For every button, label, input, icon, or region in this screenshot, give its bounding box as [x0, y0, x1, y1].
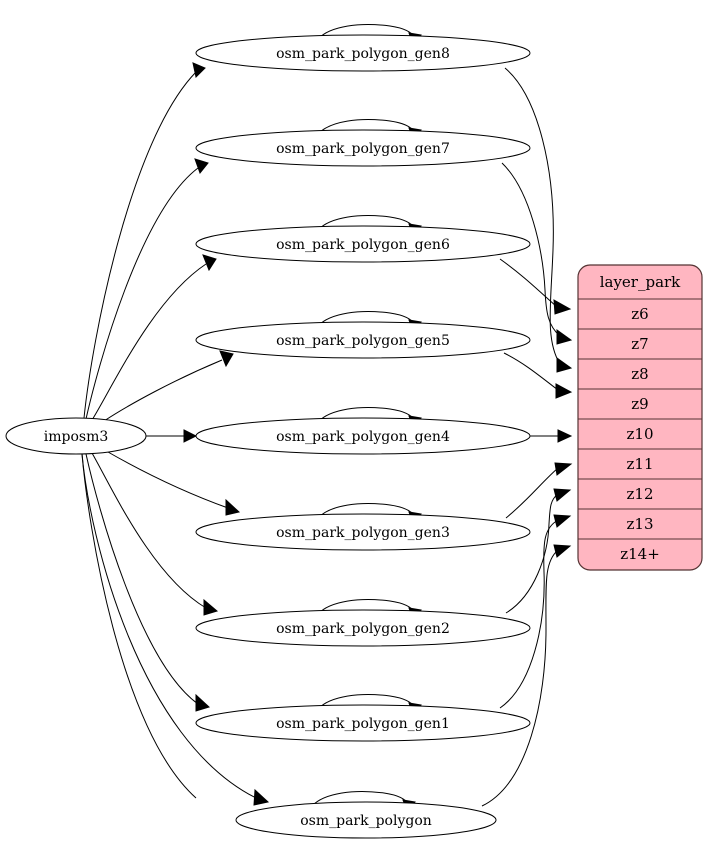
edge-gen6-to-z6	[499, 258, 557, 307]
arrowhead-gen2-z12	[553, 488, 572, 502]
table-row-z11-label: z11	[627, 455, 654, 473]
table-border	[577, 264, 703, 571]
table-row-z10-cell[interactable]	[578, 418, 702, 450]
table-row-z9-cell[interactable]	[578, 388, 702, 420]
node-gen1-label: osm_park_polygon_gen1	[276, 716, 450, 732]
node-gen8-label: osm_park_polygon_gen8	[276, 46, 450, 62]
arrowhead-imposm3-gen1	[195, 693, 210, 712]
arrowhead-imposm3-gen6	[202, 254, 217, 272]
edge-imposm3-to-gen1	[85, 453, 199, 705]
edge-imposm3-to-base-tail	[81, 453, 257, 799]
node-gen3-label: osm_park_polygon_gen3	[276, 525, 450, 541]
node-gen7[interactable]: osm_park_polygon_gen7	[195, 129, 531, 167]
node-gen3[interactable]: osm_park_polygon_gen3	[195, 513, 531, 551]
arrowhead-gen3-z11	[554, 462, 573, 476]
arrowhead-imposm3-gen7	[194, 158, 209, 175]
arrowhead-gen6-z6	[553, 299, 572, 315]
node-imposm3-label: imposm3	[44, 429, 109, 445]
node-gen7-label: osm_park_polygon_gen7	[276, 141, 450, 157]
edge-imposm3-to-gen8	[83, 71, 197, 419]
edge-imposm3-to-base	[81, 453, 197, 799]
node-gen8-shape[interactable]	[195, 34, 531, 72]
edge-imposm3-to-gen5	[103, 359, 223, 422]
node-gen1-shape[interactable]	[195, 704, 531, 742]
edge-base-to-z14	[481, 549, 559, 807]
node-gen2[interactable]: osm_park_polygon_gen2	[195, 609, 531, 647]
node-gen3-shape[interactable]	[195, 513, 531, 551]
arrowhead-gen7-z7	[556, 329, 573, 345]
node-base-shape[interactable]	[235, 801, 497, 839]
arrowhead-gen1-z13	[553, 514, 572, 528]
arrowhead-gen8-z8	[556, 357, 573, 373]
edge-gen1-to-z13	[499, 519, 559, 709]
node-gen4-label: osm_park_polygon_gen4	[276, 429, 450, 445]
node-gen7-shape[interactable]	[195, 129, 531, 167]
edge-gen5-to-z9	[503, 352, 559, 391]
node-gen6[interactable]: osm_park_polygon_gen6	[195, 225, 531, 263]
table-row-z7-cell[interactable]	[578, 328, 702, 360]
node-gen2-shape[interactable]	[195, 609, 531, 647]
arrowhead-gen5-z9	[555, 383, 573, 399]
node-gen5[interactable]: osm_park_polygon_gen5	[195, 321, 531, 359]
node-gen5-label: osm_park_polygon_gen5	[276, 333, 450, 349]
arrowhead-gen4-z10	[557, 429, 573, 443]
table-row-z14-label: z14+	[620, 545, 660, 563]
node-base[interactable]: osm_park_polygon	[235, 801, 497, 839]
node-gen1[interactable]: osm_park_polygon_gen1	[195, 704, 531, 742]
table-row-z14-cell[interactable]	[578, 538, 702, 570]
edge-gen3-to-z11	[505, 467, 559, 519]
table-row-z7-label: z7	[631, 335, 648, 353]
edge-imposm3-to-gen6	[91, 263, 207, 421]
node-gen6-label: osm_park_polygon_gen6	[276, 237, 450, 253]
node-gen6-shape[interactable]	[195, 225, 531, 263]
arrowhead-imposm3-gen8	[192, 62, 206, 79]
table-row-z9-label: z9	[631, 395, 648, 413]
edge-gen7-to-z7	[501, 162, 561, 337]
node-base-label: osm_park_polygon	[300, 813, 432, 829]
edge-imposm3-to-gen7	[85, 167, 199, 420]
edges-from-source	[81, 62, 270, 806]
node-imposm3-shape[interactable]	[5, 417, 147, 455]
arrowhead-base-z14	[553, 544, 572, 558]
table-row-z6-cell[interactable]	[578, 298, 702, 330]
edge-imposm3-to-gen2	[91, 452, 207, 609]
table-header-label: layer_park	[600, 273, 681, 291]
arrowhead-imposm3-gen3	[225, 498, 241, 516]
node-gen5-shape[interactable]	[195, 321, 531, 359]
table-row-z8-label: z8	[631, 365, 648, 383]
edge-imposm3-to-gen3	[107, 451, 229, 509]
table-row-z10-label: z10	[627, 425, 654, 443]
edge-gen8-to-z8	[504, 67, 561, 365]
edges-to-layer-table	[481, 67, 573, 807]
table-row-z12-label: z12	[627, 485, 654, 503]
node-imposm3[interactable]: imposm3	[5, 417, 147, 455]
table-row-z6-label: z6	[631, 305, 648, 323]
node-gen4[interactable]: osm_park_polygon_gen4	[195, 417, 531, 455]
node-gen4-shape[interactable]	[195, 417, 531, 455]
table-row-z12-cell[interactable]	[578, 478, 702, 510]
table-row-z13-label: z13	[627, 515, 654, 533]
arrowhead-imposm3-gen5	[219, 350, 234, 368]
ellipse-nodes: osm_park_polygon_gen8 osm_park_polygon_g…	[5, 34, 531, 839]
node-gen8[interactable]: osm_park_polygon_gen8	[195, 34, 531, 72]
node-gen2-label: osm_park_polygon_gen2	[276, 621, 450, 637]
layer-park-table: layer_park z6 z7 z8 z9 z10 z11 z12 z13 z…	[577, 264, 703, 571]
arrowhead-imposm3-gen4	[183, 429, 198, 443]
arrowhead-imposm3-gen2	[203, 598, 219, 616]
